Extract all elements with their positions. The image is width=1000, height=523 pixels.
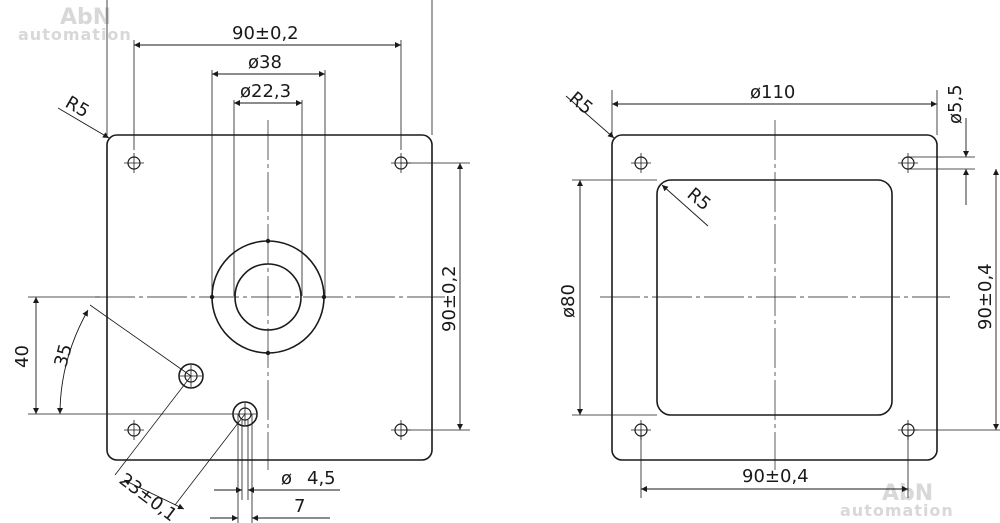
leader-corner-radius [57, 107, 110, 139]
extension-line [174, 413, 246, 506]
mounting-hole [631, 153, 651, 173]
bore-point [265, 350, 271, 356]
dim-horizontal-spacing: 90±0,4 [742, 466, 809, 487]
bore-point [209, 294, 215, 300]
watermark-brand: AbN [882, 481, 933, 506]
right-plate-outline [611, 134, 938, 461]
bore-point [321, 294, 327, 300]
leader-corner-radius-inner [661, 184, 709, 227]
window-cutout [656, 179, 893, 416]
dim-line-diag-spacing [123, 479, 185, 510]
dim-window-size: ø80 [558, 284, 579, 318]
extension-line [114, 375, 192, 476]
watermark-bottom-right: AbN automation [840, 481, 954, 520]
dim-vertical-spacing: 90±0,4 [975, 263, 996, 330]
mounting-hole [898, 153, 918, 173]
leader-corner-radius-outer [565, 95, 615, 139]
dim-offset-40: 40 [12, 345, 33, 368]
dim-hole-spacing: 90±0,2 [232, 23, 299, 44]
dim-outer-diameter: ø38 [248, 52, 282, 73]
dim-hole-diameter-value: 4,5 [307, 468, 336, 489]
bore-point [265, 238, 271, 244]
dim-offset-35: 35 [51, 342, 77, 370]
extension-line-diagonal [89, 304, 192, 377]
watermark-top-left: AbN automation [18, 5, 132, 44]
left-plate-outline [106, 134, 433, 461]
dim-vertical-spacing: 90±0,2 [439, 265, 460, 332]
mounting-hole [124, 420, 144, 440]
left-view: 90±0,2 ø38 ø22,3 R5 [12, 0, 470, 523]
dim-diag-spacing: 23±0,1 [115, 469, 181, 523]
dim-corner-radius: R5 [62, 92, 93, 122]
watermark-sub: automation [840, 501, 954, 520]
watermark-sub: automation [18, 25, 132, 44]
right-view: ø110 R5 R5 ø5,5 [558, 82, 1000, 498]
dim-outer-diameter: ø110 [750, 82, 795, 103]
dim-arc-offset-35 [57, 309, 89, 415]
dim-hole-diameter-symbol: ø [281, 468, 292, 489]
dim-width-7: 7 [294, 496, 305, 517]
dim-corner-radius-inner: R5 [683, 184, 715, 215]
inner-bore [234, 263, 302, 331]
dim-hole-diameter: ø5,5 [945, 84, 966, 124]
watermark-brand: AbN [60, 5, 111, 30]
mounting-hole [124, 153, 144, 173]
dim-corner-radius-outer: R5 [565, 88, 597, 119]
dim-inner-diameter: ø22,3 [240, 81, 291, 102]
